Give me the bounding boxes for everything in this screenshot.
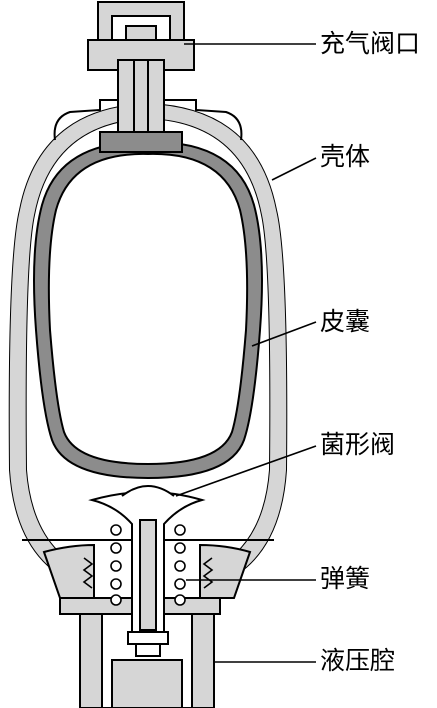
label-spring: 弹簧 xyxy=(320,564,371,593)
label-shell: 壳体 xyxy=(320,142,371,171)
bladder xyxy=(33,140,263,480)
spring xyxy=(82,524,214,606)
poppet-valve xyxy=(88,485,206,657)
leader-poppet-valve xyxy=(175,445,317,497)
leader-bladder xyxy=(251,321,317,347)
leader-lines xyxy=(175,43,317,663)
leader-shell xyxy=(271,157,317,181)
label-poppet-valve: 菌形阀 xyxy=(320,430,396,459)
label-hydraulic-chamber: 液压腔 xyxy=(320,646,396,675)
charging-valve xyxy=(87,1,195,153)
label-charging-valve: 充气阀口 xyxy=(320,29,421,58)
label-bladder: 皮囊 xyxy=(320,307,371,336)
